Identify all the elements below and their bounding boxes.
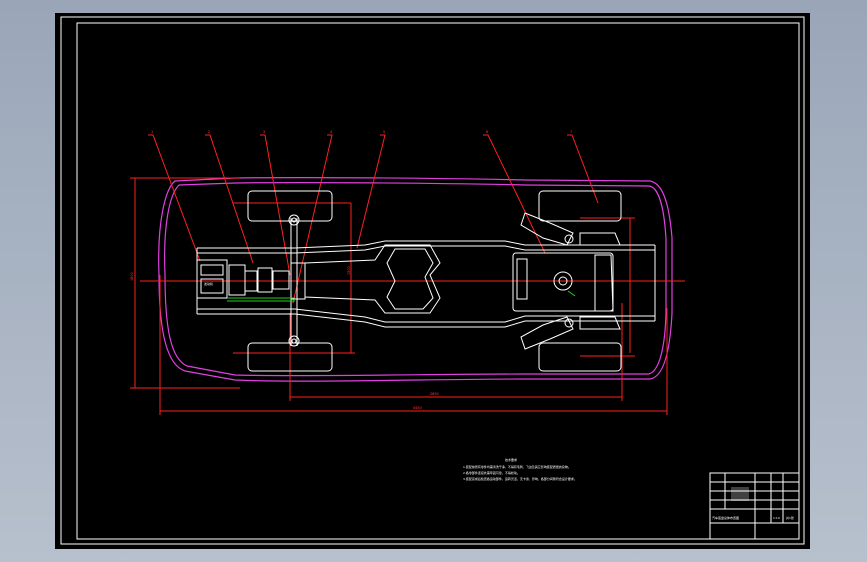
chassis-frame — [196, 240, 656, 328]
drawing-sheet-count: 共1张 — [786, 515, 794, 520]
dimension-lines — [130, 177, 685, 415]
leader-lines — [148, 134, 599, 304]
leader-tag: 4 — [330, 130, 332, 134]
rear-drive-unit — [512, 252, 614, 312]
note-line: 1.装配前所有零件均需清洗干净，不得有毛刺、飞边及其它影响装配质量的杂物。 — [463, 464, 571, 469]
drawing-sheet: 1800 4450 2650 1500 1 2 3 4 5 6 7 — [55, 13, 810, 549]
leader-tag: 7 — [570, 130, 572, 134]
engine-assembly — [196, 259, 306, 302]
engine-block — [196, 259, 228, 299]
gearbox — [228, 264, 246, 296]
leader-tag: 1 — [151, 130, 153, 134]
technical-notes: 技术要求 1.装配前所有零件均需清洗干净，不得有毛刺、飞边及其它影响装配质量的杂… — [463, 457, 577, 481]
inner-frame — [76, 22, 800, 540]
note-line: 2.各零部件连接处需牢固可靠，不得松动。 — [463, 470, 520, 475]
wheel-front-left — [247, 190, 333, 222]
cad-drawing: 1800 4450 2650 1500 1 2 3 4 5 6 7 — [60, 16, 805, 545]
body-contour-inner — [164, 182, 667, 377]
dim-wheelbase: 2650 — [430, 392, 439, 396]
drawing-name: 汽车底盘总体布置图 — [712, 515, 739, 520]
dim-overall-width: 1800 — [130, 272, 134, 281]
outer-frame — [60, 16, 805, 545]
notes-title: 技术要求 — [505, 457, 517, 462]
dim-track: 1500 — [347, 266, 351, 275]
rear-suspension — [520, 212, 621, 350]
dim-overall-length: 4450 — [413, 406, 422, 410]
wheel-rear-left — [538, 190, 622, 222]
leader-tag: 3 — [263, 130, 265, 134]
leader-tag: 5 — [383, 130, 385, 134]
note-line: 3.装配完成后检查各运动部件，运转灵活，无卡滞、异响，各部分间隙符合设计要求。 — [463, 476, 577, 481]
engine-label: 发动机 — [204, 281, 213, 286]
drawing-scale: 1:10 — [773, 516, 780, 520]
leader-tag: 2 — [208, 130, 210, 134]
leader-tag: 6 — [486, 130, 488, 134]
wheel-front-right — [247, 342, 333, 372]
wheel-rear-right — [538, 342, 622, 372]
title-block: 汽车底盘总体布置图 1:10 共1张 — [709, 472, 800, 540]
wheels — [247, 190, 622, 372]
leader-tags: 1 2 3 4 5 6 7 — [151, 130, 572, 134]
